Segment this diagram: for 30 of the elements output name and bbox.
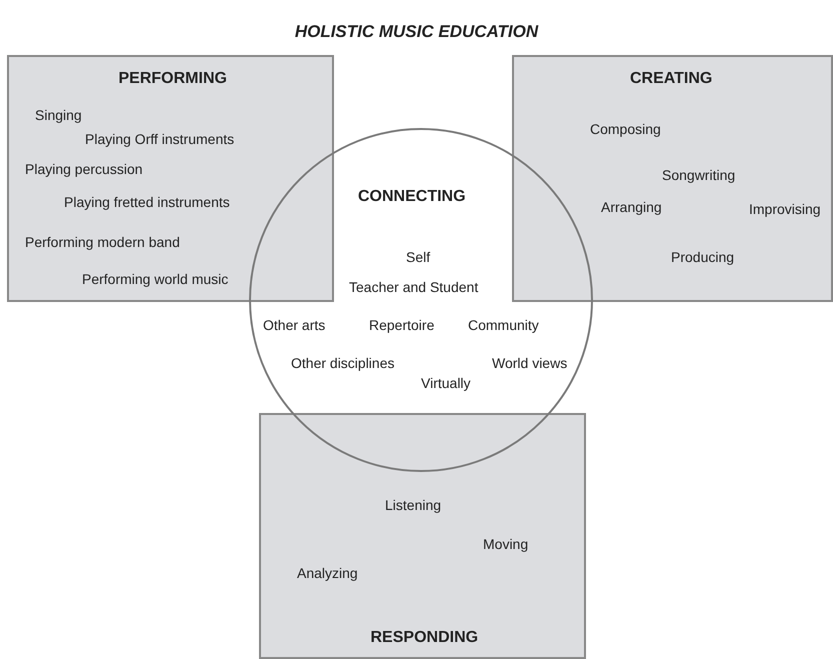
activity-label: Other disciplines: [291, 354, 394, 372]
activity-label: Self: [406, 248, 430, 266]
activity-label: Moving: [483, 535, 528, 553]
activity-label: Community: [468, 316, 539, 334]
activity-label: Songwriting: [662, 166, 736, 184]
activity-label: Singing: [35, 106, 82, 124]
activity-label: Playing Orff instruments: [85, 130, 234, 148]
activity-label: Performing modern band: [25, 233, 180, 251]
activity-label: Repertoire: [369, 316, 434, 334]
activity-label: Virtually: [421, 374, 471, 392]
activity-label: Teacher and Student: [349, 278, 478, 296]
activity-label: Composing: [590, 120, 661, 138]
activity-label: Performing world music: [82, 270, 228, 288]
activity-label: Improvising: [749, 200, 821, 218]
category-box: [512, 55, 833, 302]
diagram-title: HOLISTIC MUSIC EDUCATION: [294, 22, 538, 41]
category-heading: CREATING: [630, 70, 712, 88]
activity-label: Playing percussion: [25, 160, 143, 178]
activity-label: Analyzing: [297, 564, 358, 582]
activity-label: Producing: [671, 248, 734, 266]
category-heading: CONNECTING: [358, 188, 466, 206]
activity-label: Arranging: [601, 198, 662, 216]
category-box: [259, 413, 586, 659]
activity-label: Playing fretted instruments: [64, 193, 230, 211]
category-box: [7, 55, 334, 302]
activity-label: Listening: [385, 496, 442, 514]
activity-label: World views: [492, 354, 568, 372]
category-heading: PERFORMING: [118, 70, 227, 88]
activity-label: Other arts: [263, 316, 326, 334]
category-heading: RESPONDING: [370, 629, 478, 647]
